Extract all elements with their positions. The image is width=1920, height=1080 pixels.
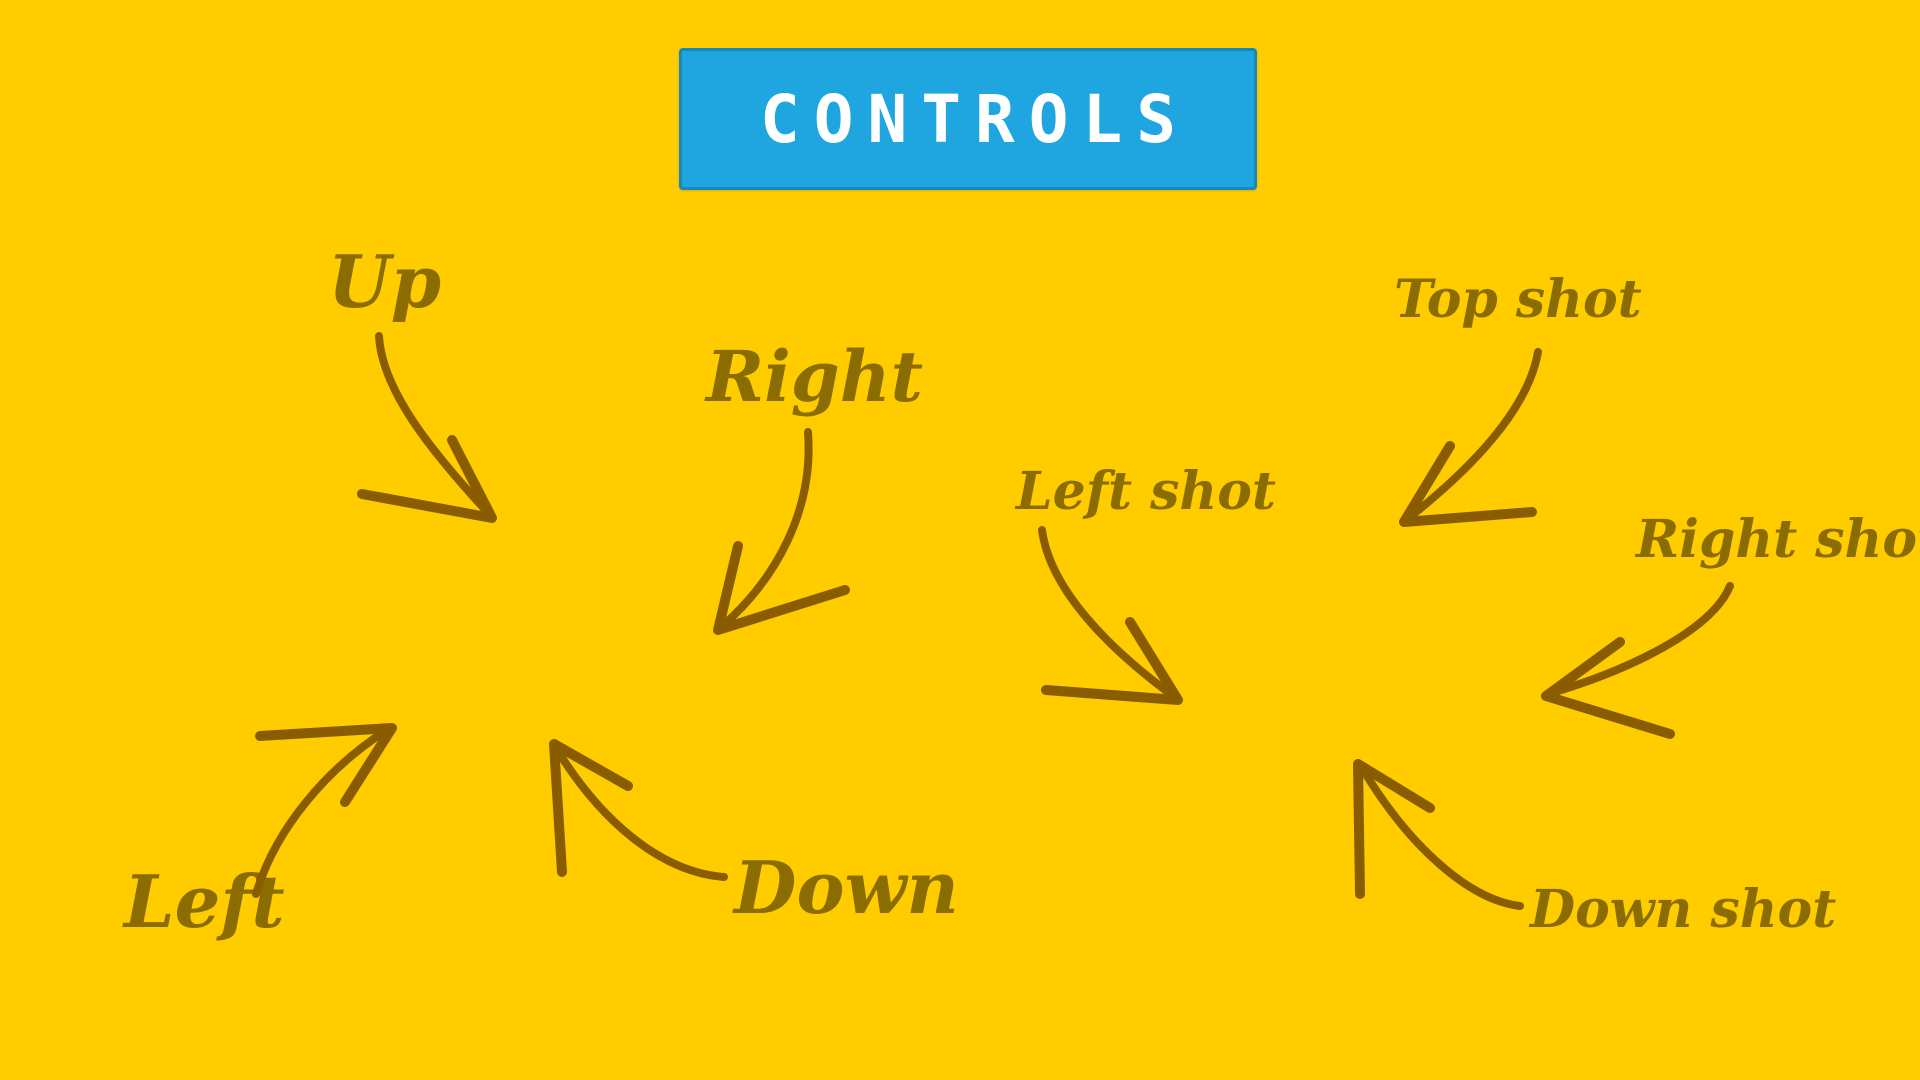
arrow-up-icon	[357, 332, 497, 523]
arrow-left-icon	[252, 723, 397, 898]
arrow-right-shot-icon	[1541, 582, 1734, 739]
label-down: Down	[734, 845, 959, 930]
arrow-right-icon	[713, 428, 850, 635]
label-up: Up	[328, 239, 442, 324]
label-right: Right	[706, 335, 923, 418]
arrow-down-icon	[549, 739, 728, 881]
arrow-top-shot-icon	[1399, 348, 1542, 527]
label-left-shot: Left shot	[1016, 461, 1276, 522]
arrow-left-shot-icon	[1038, 526, 1183, 705]
controls-title: CONTROLS	[760, 80, 1190, 158]
arrow-down-shot-icon	[1353, 759, 1524, 910]
label-right-shot: Right shot	[1636, 509, 1920, 570]
label-top-shot: Top shot	[1394, 269, 1642, 330]
label-down-shot: Down shot	[1530, 879, 1837, 940]
controls-title-banner: CONTROLS	[679, 48, 1257, 190]
